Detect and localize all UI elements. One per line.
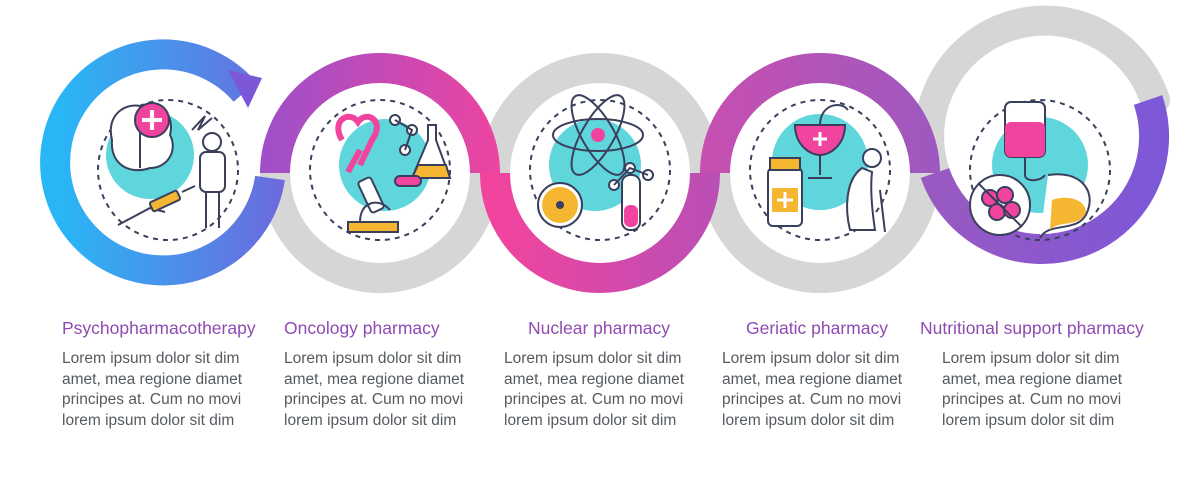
ring-gray-4 xyxy=(700,158,940,293)
step-description: Lorem ipsum dolor sit dim amet, mea regi… xyxy=(504,350,685,429)
ring-arc-3 xyxy=(480,172,720,293)
step-description: Lorem ipsum dolor sit dim amet, mea regi… xyxy=(942,350,1123,429)
ring-track-color xyxy=(40,39,1170,293)
psychopharmacotherapy-icon xyxy=(97,99,239,241)
step-1: Psychopharmacotherapy Lorem ipsum dolor … xyxy=(62,318,277,431)
step-title: Nutritional support pharmacy xyxy=(920,318,1144,338)
step-5: Nutritional support pharmacy Lorem ipsum… xyxy=(920,318,1144,431)
step-description: Lorem ipsum dolor sit dim amet, mea regi… xyxy=(284,350,465,429)
step-title: Nuclear pharmacy xyxy=(528,318,670,338)
ring-gray-5 xyxy=(914,5,1170,188)
step-3: Nuclear pharmacy Lorem ipsum dolor sit d… xyxy=(504,318,719,431)
nutritional-support-icon xyxy=(969,99,1111,241)
infographic-diagram xyxy=(40,5,1170,293)
ring-track-gray xyxy=(260,5,1170,293)
ring-arc-5 xyxy=(920,95,1170,265)
arrow-head-icon xyxy=(228,70,262,108)
ring-arc-2 xyxy=(260,53,500,174)
ring-arc-1 xyxy=(40,39,285,286)
step-description: Lorem ipsum dolor sit dim amet, mea regi… xyxy=(62,350,243,429)
geriatric-pharmacy-icon xyxy=(749,99,891,241)
ring-gray-2 xyxy=(260,158,500,293)
nuclear-pharmacy-icon xyxy=(529,94,671,241)
step-4: Geriatic pharmacy Lorem ipsum dolor sit … xyxy=(722,318,937,431)
step-title: Oncology pharmacy xyxy=(284,318,440,338)
step-2: Oncology pharmacy Lorem ipsum dolor sit … xyxy=(284,318,499,431)
ring-arc-4 xyxy=(700,53,940,174)
oncology-pharmacy-icon xyxy=(309,99,452,241)
step-title: Psychopharmacotherapy xyxy=(62,318,256,338)
step-title: Geriatic pharmacy xyxy=(746,318,888,338)
step-description: Lorem ipsum dolor sit dim amet, mea regi… xyxy=(722,350,903,429)
ring-gray-3 xyxy=(480,53,720,188)
